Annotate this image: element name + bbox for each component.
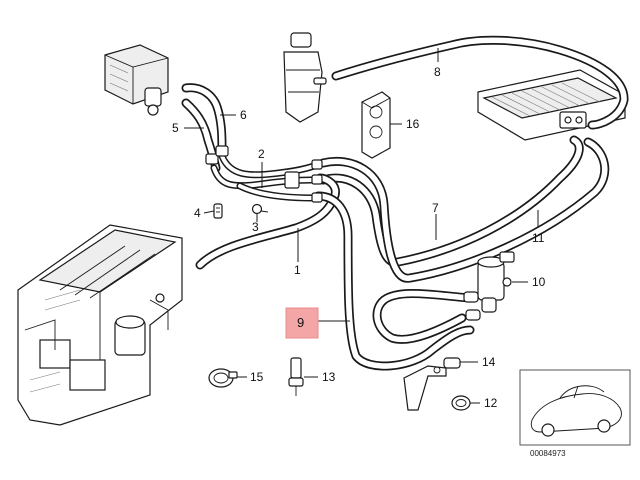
bolt-part-4: [213, 203, 223, 219]
leader-lines: [184, 48, 539, 404]
bracket-part-14: [403, 357, 461, 411]
hose-9: [313, 191, 475, 371]
callout-13: 13: [322, 370, 336, 384]
engine-block: [17, 224, 183, 426]
hose-loop-lower: [372, 289, 475, 344]
heater-core: [477, 69, 626, 141]
hose-11: [318, 137, 610, 283]
vehicle-inset: 00084973: [519, 369, 631, 458]
callout-16: 16: [406, 117, 420, 131]
callout-10: 10: [532, 275, 546, 289]
callout-11: 11: [532, 231, 545, 245]
clip-part-13: [288, 357, 304, 396]
callout-5: 5: [172, 121, 179, 135]
callout-9: 9: [297, 315, 304, 330]
expansion-tank: [283, 32, 327, 123]
hose-8: [331, 35, 629, 130]
clamp-part-15: [208, 368, 238, 388]
bracket: [361, 91, 391, 159]
pipe-assembly: [205, 145, 323, 203]
auxiliary-pump-unit: [104, 44, 169, 116]
callout-15: 15: [250, 370, 264, 384]
callout-2: 2: [258, 147, 265, 161]
callout-1: 1: [294, 263, 301, 277]
callout-14: 14: [482, 355, 496, 369]
callout-labels: 1 2 3 4 5 6 7 8 9 10 11 12 13 14 15 16: [172, 65, 546, 410]
screw-part-3: [251, 203, 269, 215]
callout-4: 4: [194, 206, 201, 220]
heater-valve: [463, 251, 515, 321]
part-code: 00084973: [530, 449, 566, 458]
hose-1: [195, 173, 340, 270]
callout-12: 12: [484, 396, 498, 410]
callout-6: 6: [240, 108, 247, 122]
hose-6: [181, 83, 227, 157]
clamp-part-12: [451, 395, 471, 411]
callout-8: 8: [434, 65, 441, 79]
hose-7: [318, 135, 584, 267]
callout-3: 3: [252, 220, 259, 234]
highlight-box: [285, 307, 319, 339]
callout-7: 7: [432, 201, 439, 215]
